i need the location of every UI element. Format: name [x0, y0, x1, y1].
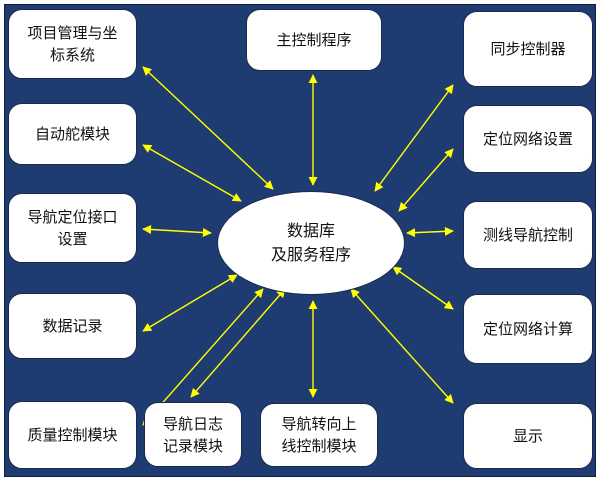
arrow-project [142, 66, 274, 190]
center-label-line1: 数据库 [286, 221, 335, 240]
nav-position-interface-module: 导航定位接口 设置 [8, 193, 137, 263]
survey-line-nav-module: 测线导航控制 [463, 201, 593, 269]
arrow-nav-iface [142, 224, 212, 238]
diagram-canvas: 数据库 及服务程序 项目管理与坐 标系统 自动舵模块 导航定位接口 设置 数据记… [4, 4, 596, 477]
display-module: 显示 [463, 403, 593, 469]
position-network-setup-module: 定位网络设置 [463, 105, 593, 173]
arrow-survey [406, 226, 454, 238]
autopilot-module: 自动舵模块 [8, 103, 137, 165]
database-service-node: 数据库 及服务程序 [217, 191, 405, 295]
arrow-display [350, 288, 454, 404]
data-record-module: 数据记录 [8, 293, 137, 359]
arrow-posnet-setup [398, 148, 454, 212]
arrow-autopilot [142, 144, 242, 202]
arrow-posnet-calc [392, 266, 454, 310]
position-network-calc-module: 定位网络计算 [463, 294, 593, 364]
project-coordinate-module: 项目管理与坐 标系统 [8, 9, 137, 79]
arrow-sync [374, 84, 454, 192]
center-label-line2: 及服务程序 [270, 245, 351, 264]
nav-log-module: 导航日志 记录模块 [144, 402, 242, 467]
connector-layer [142, 66, 454, 426]
sync-controller-module: 同步控制器 [463, 11, 593, 87]
main-control-module: 主控制程序 [246, 9, 382, 71]
arrow-navlog [190, 288, 286, 398]
quality-control-module: 质量控制模块 [8, 401, 137, 469]
nav-turn-module: 导航转向上 线控制模块 [260, 403, 378, 467]
arrow-record [142, 274, 238, 332]
